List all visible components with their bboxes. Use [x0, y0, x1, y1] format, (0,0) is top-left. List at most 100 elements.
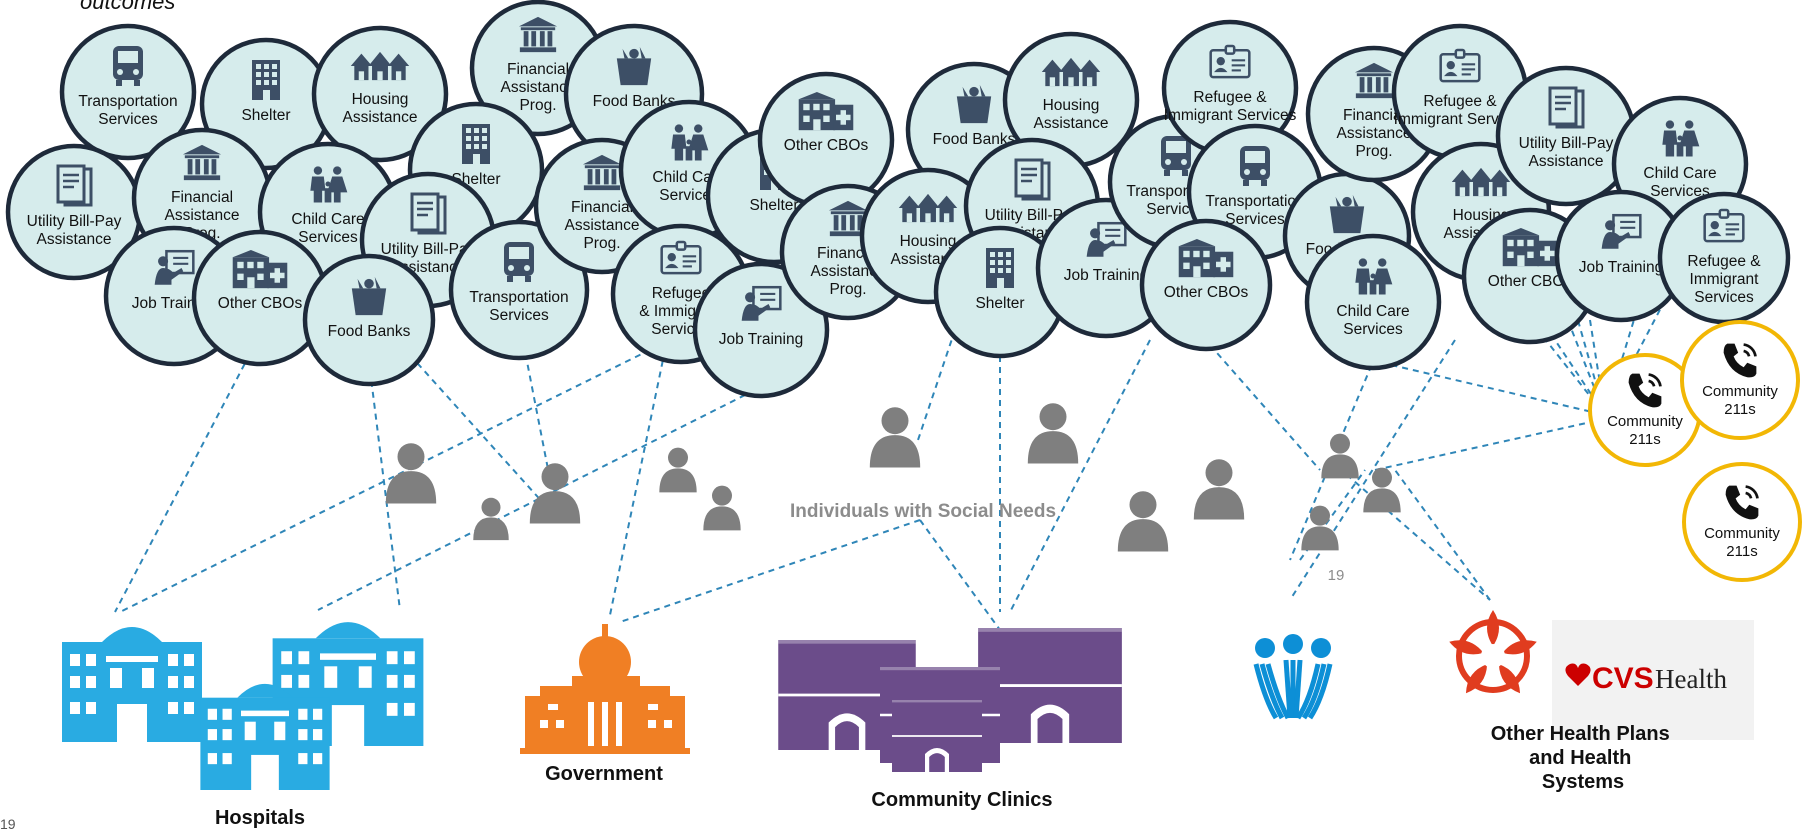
community-clinics-icon: [776, 628, 1124, 772]
cvs-logo-suffix: Health: [1655, 664, 1727, 694]
id-card-icon: [1703, 208, 1745, 243]
person-icon: [529, 463, 581, 524]
bill-icon: [56, 164, 93, 207]
bubble-circle: [1657, 191, 1791, 325]
building-icon: [252, 60, 280, 100]
bubble-circle: [1139, 218, 1273, 352]
service-bubble: Other CBOs: [757, 71, 895, 209]
bill-icon: [410, 192, 447, 235]
houses-icon: [898, 193, 958, 223]
bubble-circle: [448, 219, 590, 361]
person-icon: [1301, 505, 1339, 551]
health-plans-label: Other Health Plans and Health Systems: [1491, 723, 1676, 793]
community-clinics-label: Community Clinics: [871, 789, 1052, 811]
service-bubble: Food Banks: [302, 253, 436, 387]
health-plan-logo-icon: [1253, 634, 1333, 720]
government-label: Government: [545, 763, 663, 785]
bill-icon: [1014, 158, 1051, 201]
bill-icon: [1548, 86, 1585, 129]
bus-icon: [113, 46, 143, 86]
service-label: Food Banks: [593, 93, 676, 110]
service-label: Shelter: [975, 295, 1024, 312]
people-group: [385, 403, 1401, 552]
service-label: Job Training: [1579, 259, 1663, 276]
hospitals-icon: [62, 622, 424, 790]
bus-icon: [504, 242, 534, 282]
houses-icon: [350, 51, 410, 81]
building-icon: [986, 248, 1014, 288]
bubble-circle: [59, 23, 197, 161]
service-label: Job Training: [1064, 267, 1148, 284]
service-label: Shelter: [749, 197, 798, 214]
id-card-icon: [1209, 44, 1251, 79]
service-label: Food Banks: [328, 323, 411, 340]
person-icon: [473, 497, 509, 541]
center-label: Individuals with Social Needs: [790, 501, 1056, 522]
phone-circle: [1680, 320, 1800, 440]
service-bubble: Other CBOs: [191, 229, 329, 367]
bubble-circle: [692, 261, 830, 399]
bubble-circle: [302, 253, 436, 387]
bubble-circle: [311, 25, 449, 163]
person-icon: [1321, 433, 1359, 479]
header-subtitle-fragment: outcomes: [80, 0, 175, 14]
id-card-icon: [660, 240, 702, 275]
service-bubble: Other CBOs: [1139, 218, 1273, 352]
person-icon: [869, 407, 921, 468]
hospitals-label: Hospitals: [215, 807, 305, 829]
service-label: Other CBOs: [1488, 273, 1573, 290]
service-bubble: Refugee &Immigrant Services: [1161, 19, 1299, 157]
service-label: Other CBOs: [784, 137, 869, 154]
service-label: Refugee &Immigrant Services: [1394, 93, 1527, 128]
id-card-icon: [1439, 48, 1481, 83]
government-building-icon: [520, 624, 690, 754]
service-label: Other CBOs: [1164, 284, 1249, 301]
service-label: Refugee &Immigrant Services: [1164, 89, 1297, 124]
health-system-star-icon: [1449, 610, 1537, 694]
center-page-number: 19: [1328, 567, 1345, 584]
person-icon: [1117, 491, 1169, 552]
person-icon: [1027, 403, 1079, 464]
person-icon: [1193, 459, 1245, 520]
service-bubble: Job Training: [1554, 189, 1688, 323]
service-label: Job Training: [719, 331, 803, 348]
phone-circle: [1682, 462, 1802, 582]
cvs-logo-prefix: CVS: [1592, 662, 1654, 695]
person-icon: [659, 447, 697, 493]
person-icon: [385, 443, 437, 504]
service-label: Shelter: [241, 107, 290, 124]
bubble-circle: [1304, 233, 1442, 371]
houses-icon: [1041, 57, 1101, 87]
person-icon: [703, 485, 741, 531]
bus-icon: [1240, 146, 1270, 186]
cvs-health-logo: CVS Health: [1552, 620, 1754, 740]
service-bubble: Job Training: [692, 261, 830, 399]
service-label: Other CBOs: [218, 295, 303, 312]
